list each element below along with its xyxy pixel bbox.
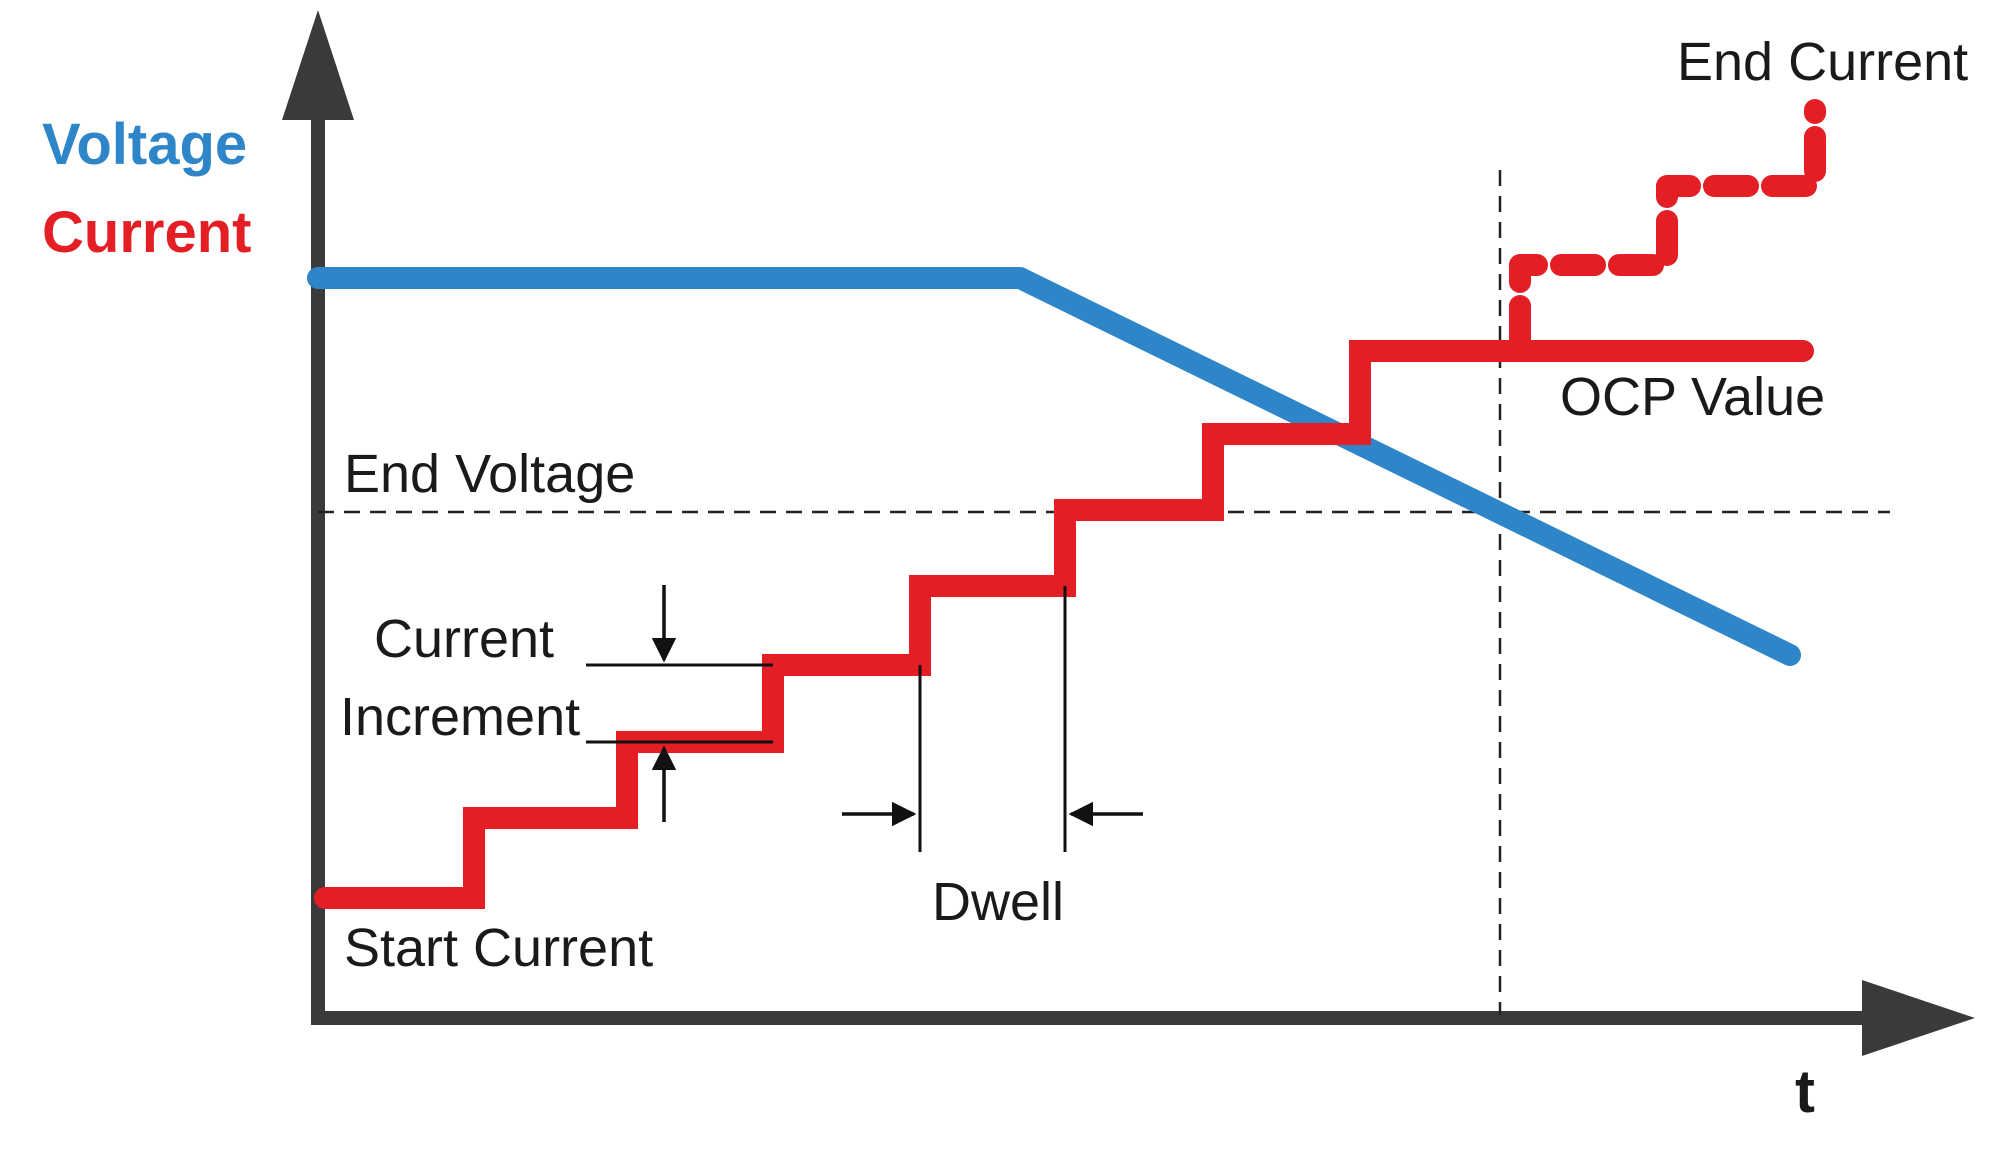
time-axis-label: t xyxy=(1795,1058,1815,1125)
ocp-value-label: OCP Value xyxy=(1560,367,1825,427)
dwell-label: Dwell xyxy=(932,872,1064,932)
current-axis-label: Current xyxy=(42,200,251,265)
voltage-axis-label: Voltage xyxy=(42,112,247,177)
axes xyxy=(282,10,1975,1056)
y-axis-arrowhead xyxy=(282,10,354,120)
x-axis-arrowhead xyxy=(1862,980,1975,1056)
voltage-curve xyxy=(307,267,1801,666)
start-current-label: Start Current xyxy=(344,918,653,978)
end-voltage-label: End Voltage xyxy=(344,444,635,504)
end-current-label: End Current xyxy=(1677,32,1968,92)
dwell-annotation xyxy=(842,586,1143,852)
current-increment-annotation xyxy=(586,585,773,822)
current-increment-label-line2: Increment xyxy=(340,687,580,747)
end-current-dashed-staircase xyxy=(1509,99,1826,351)
current-staircase xyxy=(314,340,1814,909)
current-increment-label-line1: Current xyxy=(374,609,554,669)
